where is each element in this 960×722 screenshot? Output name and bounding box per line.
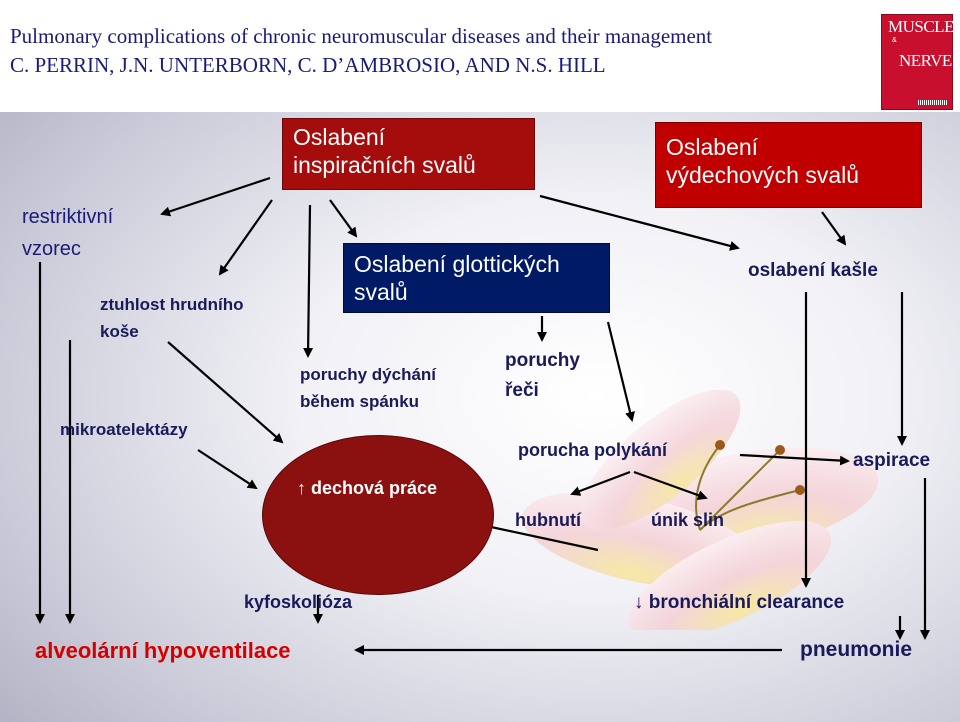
journal-name-amp: &	[892, 37, 897, 44]
chest-stiffness-label-2: koše	[100, 322, 139, 341]
arrow-insp-to-cough	[539, 194, 740, 251]
journal-name-line1: MUSCLE	[888, 17, 954, 36]
cough-weakness-label: oslabení kašle	[748, 260, 878, 281]
chest-stiffness-label-1: ztuhlost hrudního	[100, 295, 244, 314]
lily-flower-image	[522, 390, 879, 630]
glottic-box-line1: Oslabení glottických	[354, 251, 560, 277]
kyphoscoliosis-label: kyfoskolióza	[244, 592, 353, 612]
arrow-swallow-to-drool	[633, 470, 708, 500]
barcode-icon	[918, 100, 948, 105]
inspiratory-box-line1: Oslabení	[293, 124, 386, 150]
expiratory-box-line2: výdechových svalů	[666, 162, 860, 188]
inspiratory-box-line2: inspiračních svalů	[293, 152, 476, 178]
bronchial-clearance-label: ↓ bronchiální clearance	[634, 592, 845, 613]
glottic-weakness-box: Oslabení glottických svalů	[343, 243, 610, 313]
arrow-insp-to-chest	[218, 199, 273, 276]
pneumonia-label: pneumonie	[800, 638, 913, 661]
swallowing-disorder-label: porucha polykání	[518, 440, 668, 460]
restrictive-pattern-label-2: vzorec	[22, 238, 81, 260]
speech-disorder-label-1: poruchy	[505, 350, 580, 371]
arrow-insp-to-sleep	[303, 204, 314, 358]
alveolar-hypoventilation-label: alveolární hypoventilace	[35, 638, 291, 663]
arrow-insp-to-glottic	[329, 199, 358, 238]
journal-name-line2: NERVE	[899, 51, 952, 70]
paper-title: Pulmonary complications of chronic neuro…	[10, 24, 713, 48]
drooling-label: únik slin	[651, 510, 725, 530]
arrow-swallow-to-aspiration	[739, 453, 850, 466]
journal-cover-logo: MUSCLE & NERVE	[881, 14, 954, 110]
microatelectasis-label: mikroatelektázy	[60, 420, 188, 439]
arrow-glot-to-swallow	[606, 321, 635, 422]
sleep-breathing-label-1: poruchy dýchání	[300, 365, 437, 384]
arrow-swallow-to-weightloss	[570, 470, 631, 496]
aspiration-label: aspirace	[853, 450, 931, 471]
sleep-breathing-label-2: během spánku	[300, 392, 420, 411]
respiratory-work-label: ↑ dechová práce	[297, 478, 438, 498]
weight-loss-label: hubnutí	[515, 510, 581, 530]
expiratory-box-line1: Oslabení	[666, 134, 759, 160]
paper-authors: C. PERRIN, J.N. UNTERBORN, C. D’AMBROSIO…	[10, 53, 606, 77]
header: Pulmonary complications of chronic neuro…	[0, 0, 960, 112]
respiratory-work-ellipse	[262, 435, 494, 595]
inspiratory-weakness-box: Oslabení inspiračních svalů	[282, 118, 535, 190]
arrow-exp-to-cough	[821, 211, 847, 246]
glottic-box-line2: svalů	[354, 279, 408, 305]
expiratory-weakness-box: Oslabení výdechových svalů	[655, 122, 922, 208]
arrow-insp-to-restrictive	[160, 176, 271, 217]
restrictive-pattern-label-1: restriktivní	[22, 206, 114, 228]
speech-disorder-label-2: řeči	[505, 380, 539, 401]
arrow-micro-to-work	[197, 449, 258, 490]
arrow-chest-to-micro	[167, 341, 284, 444]
